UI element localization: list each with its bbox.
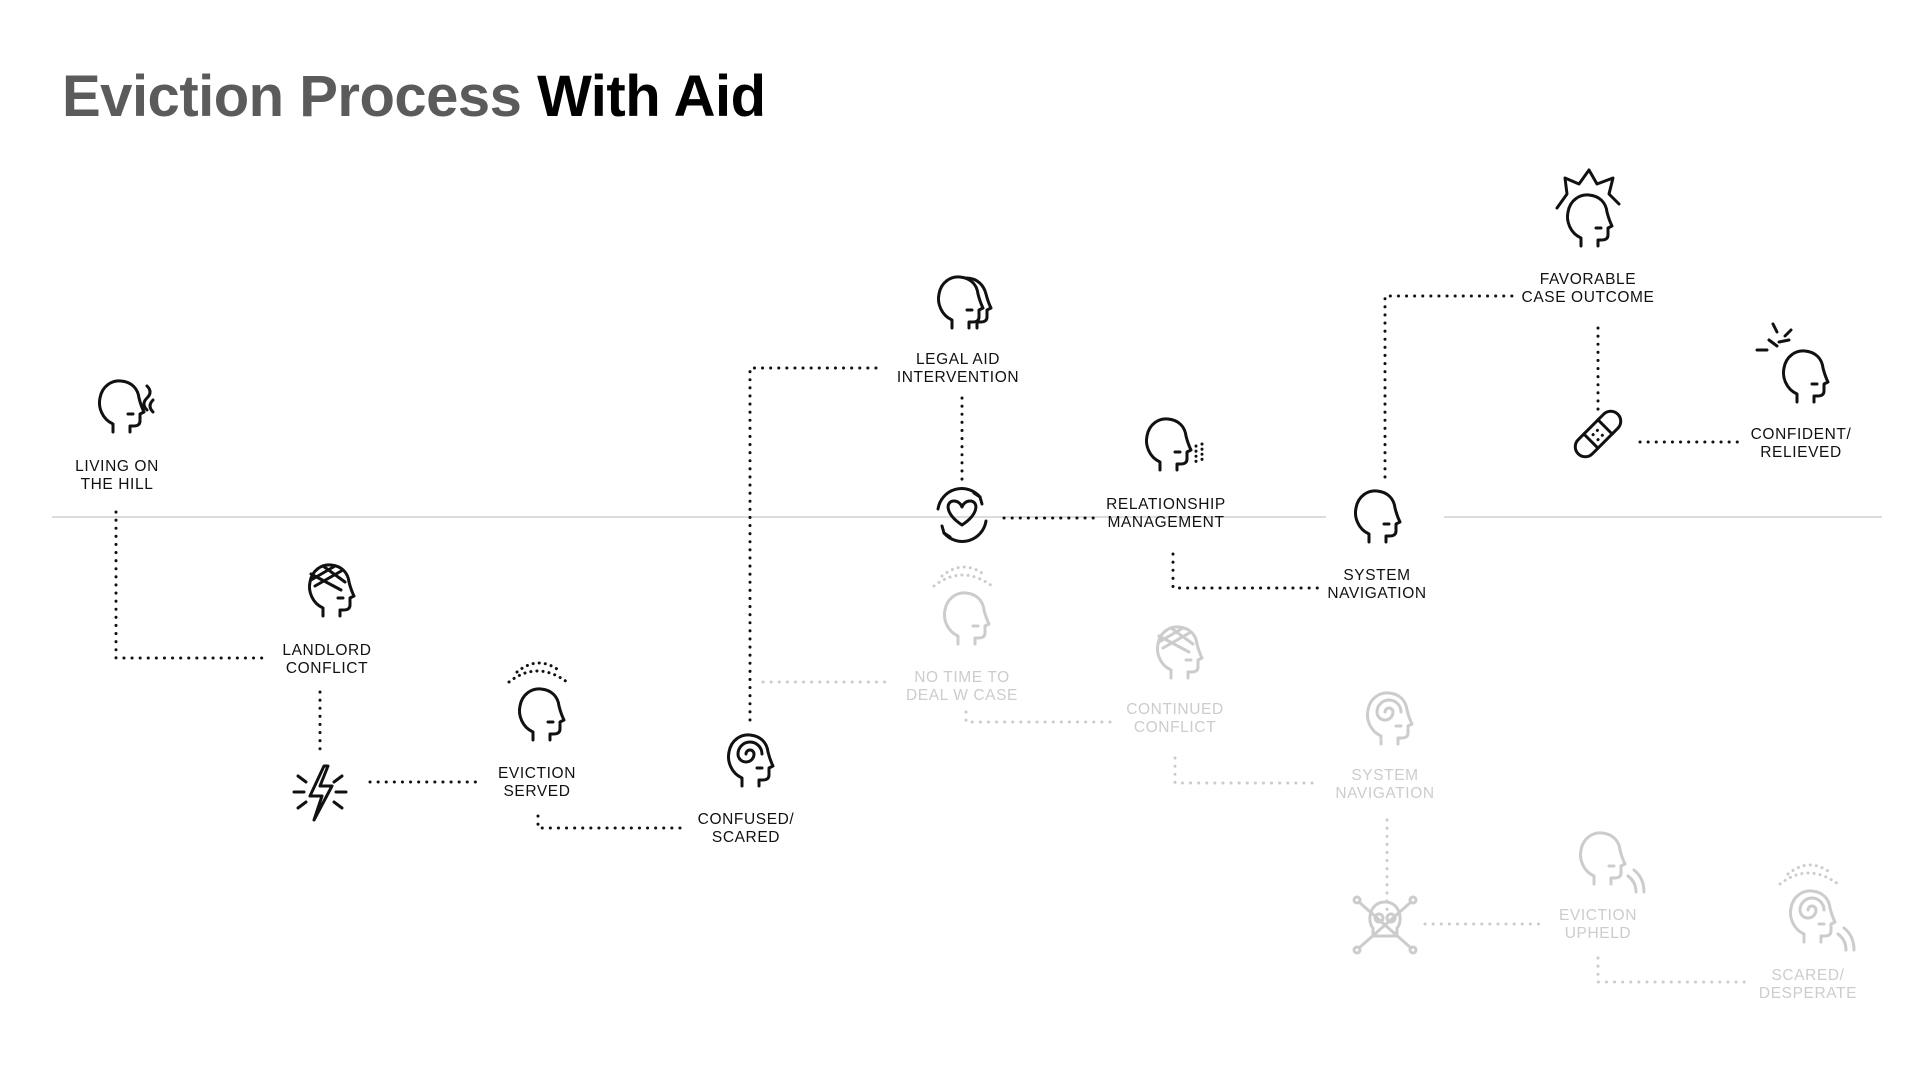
head-stressed-icon (507, 661, 569, 742)
node-scared-desperate: SCARED/ DESPERATE (1759, 863, 1857, 1002)
node-system-navigation-faded: SYSTEM NAVIGATION (1335, 691, 1434, 802)
head-crowned-icon (1555, 168, 1621, 248)
node-system-navigation: SYSTEM NAVIGATION (1327, 489, 1426, 602)
node-eviction-upheld-label-2: UPHELD (1565, 925, 1631, 942)
two-heads-icon (937, 275, 993, 330)
node-continued-conflict-label-2: CONFLICT (1134, 719, 1216, 736)
node-living-on-the-hill-label-1: LIVING ON (75, 458, 159, 475)
heart-cycle-icon (936, 487, 988, 543)
node-system-navigation-label-2: NAVIGATION (1327, 585, 1426, 602)
node-confused-scared: CONFUSED/ SCARED (698, 733, 795, 846)
node-landlord-conflict: LANDLORD CONFLICT (282, 563, 371, 677)
head-icon (1354, 489, 1402, 544)
head-bandaged-icon-faded (1156, 625, 1204, 680)
head-spiral-icon-faded (1366, 691, 1414, 746)
head-smoking-icon (98, 379, 155, 434)
page-title: Eviction Process With Aid (62, 68, 766, 126)
node-scared-desperate-label-2: DESPERATE (1759, 985, 1857, 1002)
active-connectors (114, 294, 1746, 830)
head-sparkle-icon (1755, 322, 1830, 404)
head-spiral-crying-icon-faded (1778, 863, 1856, 952)
node-living-on-the-hill-label-2: THE HILL (81, 476, 154, 493)
node-favorable-case-outcome-label-1: FAVORABLE (1540, 271, 1636, 288)
node-confident-relieved-label-1: CONFIDENT/ (1751, 426, 1852, 443)
node-legal-aid-intervention-label-1: LEGAL AID (916, 351, 1000, 368)
node-living-on-the-hill: LIVING ON THE HILL (75, 379, 159, 493)
node-system-navigation-faded-label-2: NAVIGATION (1335, 785, 1434, 802)
title-part-process: Eviction Process (62, 64, 522, 129)
head-bandaged-icon (308, 563, 356, 618)
node-continued-conflict: CONTINUED CONFLICT (1126, 625, 1224, 736)
node-confused-scared-label-2: SCARED (712, 829, 780, 846)
node-no-time: NO TIME TO DEAL W CASE (906, 565, 1018, 704)
title-part-aid: With Aid (537, 64, 766, 129)
node-eviction-upheld: EVICTION UPHELD (1559, 831, 1646, 942)
node-relationship-management: RELATIONSHIP MANAGEMENT (1106, 417, 1226, 531)
node-relationship-management-label-2: MANAGEMENT (1107, 514, 1224, 531)
node-landlord-conflict-label-1: LANDLORD (282, 642, 371, 659)
node-no-time-label-1: NO TIME TO (914, 669, 1010, 686)
head-crying-icon-faded (1579, 831, 1646, 894)
node-no-time-label-2: DEAL W CASE (906, 687, 1018, 704)
node-eviction-upheld-label-1: EVICTION (1559, 907, 1637, 924)
node-legal-aid-intervention-label-2: INTERVENTION (897, 369, 1019, 386)
node-continued-conflict-label-1: CONTINUED (1126, 701, 1224, 718)
node-eviction-served-label-1: EVICTION (498, 765, 576, 782)
head-stressed-icon-faded (932, 565, 994, 646)
lightning-icon (292, 764, 348, 822)
node-confident-relieved: CONFIDENT/ RELIEVED (1751, 322, 1852, 461)
node-eviction-served: EVICTION SERVED (498, 661, 576, 800)
node-confused-scared-label-1: CONFUSED/ (698, 811, 795, 828)
node-system-navigation-faded-label-1: SYSTEM (1351, 767, 1418, 784)
head-speaking-icon (1145, 417, 1204, 472)
node-relationship-management-label-1: RELATIONSHIP (1106, 496, 1226, 513)
skull-crossbones-icon (1352, 895, 1418, 955)
node-system-navigation-label-1: SYSTEM (1343, 567, 1410, 584)
faded-connectors (761, 680, 1754, 984)
bandage-icon (1573, 409, 1623, 459)
node-confident-relieved-label-2: RELIEVED (1760, 444, 1841, 461)
node-favorable-case-outcome-label-2: CASE OUTCOME (1522, 289, 1655, 306)
node-scared-desperate-label-1: SCARED/ (1771, 967, 1844, 984)
node-legal-aid-intervention: LEGAL AID INTERVENTION (897, 275, 1019, 386)
node-favorable-case-outcome: FAVORABLE CASE OUTCOME (1522, 168, 1655, 306)
node-landlord-conflict-label-2: CONFLICT (286, 660, 368, 677)
head-spiral-icon (727, 733, 775, 788)
node-eviction-served-label-2: SERVED (503, 783, 570, 800)
